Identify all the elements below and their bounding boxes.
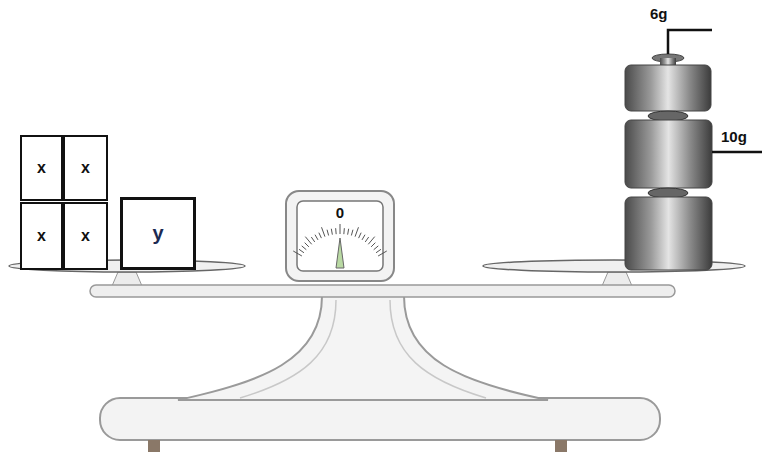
scale-foot (148, 440, 160, 452)
dial-tick (374, 246, 379, 250)
dial-tick (348, 229, 349, 235)
x-block: x (20, 202, 63, 270)
x-block: x (20, 135, 63, 201)
dial-tick (359, 233, 362, 238)
dial: 0 (285, 190, 395, 282)
dial-tick (378, 251, 387, 256)
scale-stand (178, 296, 548, 400)
dial-tick (340, 224, 341, 234)
dial-tick (331, 229, 332, 235)
dial-tick (365, 237, 368, 242)
dial-tick (371, 243, 375, 247)
dial-body (285, 190, 395, 282)
scale-foot (555, 440, 567, 452)
weight-label: 10g (721, 128, 747, 145)
weight-10g (625, 120, 712, 188)
dial-tick (315, 235, 318, 240)
dial-tick (322, 227, 325, 236)
pan-support (602, 272, 632, 286)
x-block: x (63, 135, 108, 201)
pan-support (112, 272, 142, 286)
leader-line (712, 151, 762, 154)
block-label: y (152, 222, 163, 245)
scale-beam (90, 285, 675, 297)
block-label: x (37, 159, 46, 177)
dial-tick (351, 230, 353, 236)
x-block: x (63, 202, 108, 270)
dial-tick (368, 237, 374, 245)
dial-tick (343, 228, 345, 234)
dial-tick (327, 230, 329, 236)
dial-tick (293, 251, 302, 256)
y-block: y (120, 197, 196, 270)
weight-bottom (625, 197, 712, 270)
dial-face (297, 201, 383, 271)
dial-tick (362, 235, 365, 240)
leader-line (668, 30, 712, 54)
dial-tick (299, 249, 304, 252)
weight-label: 6g (650, 5, 668, 22)
dial-needle (336, 238, 344, 268)
dial-tick (305, 237, 311, 245)
dial-tick (305, 243, 309, 247)
dial-tick (376, 249, 381, 252)
block-label: x (37, 227, 46, 245)
dial-tick (355, 227, 358, 236)
dial-tick (311, 237, 314, 242)
dial-tick (335, 228, 337, 234)
stand-highlight (240, 300, 486, 398)
weight-6g (625, 65, 711, 111)
dial-tick (319, 233, 322, 238)
block-label: x (81, 159, 90, 177)
block-label: x (81, 227, 90, 245)
dial-tick (302, 246, 307, 250)
scale-base (100, 398, 660, 440)
dial-reading: 0 (336, 204, 344, 221)
